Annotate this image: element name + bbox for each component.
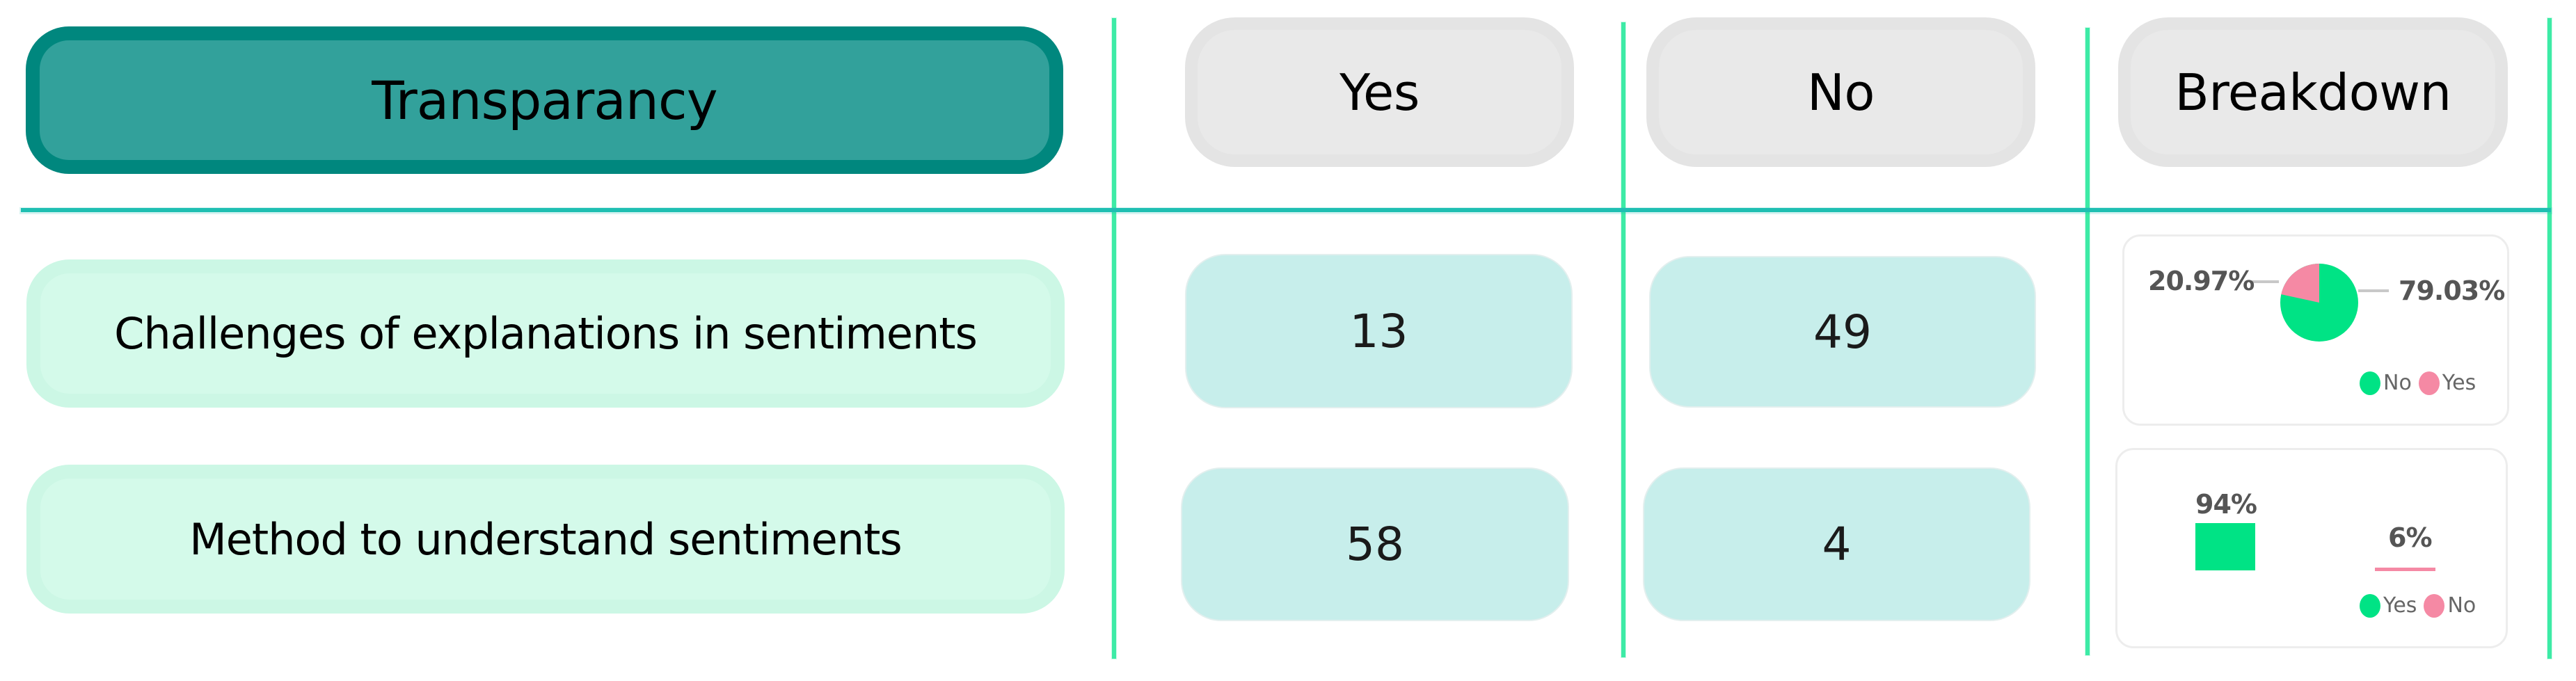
legend-dot-green-icon: [2360, 371, 2380, 395]
pie-label-no: 79.03%: [2399, 275, 2505, 306]
column-header-breakdown: Breakdown: [2118, 17, 2508, 167]
legend-label: Yes: [2383, 593, 2417, 618]
table-title-text: Transparancy: [372, 69, 717, 131]
legend-item-yes: Yes: [2360, 593, 2417, 618]
column-header-breakdown-label: Breakdown: [2175, 63, 2451, 122]
row-label-challenges: Challenges of explanations in sentiments: [26, 259, 1065, 408]
bar-no: [2375, 568, 2435, 571]
row2-yes-value: 58: [1181, 467, 1569, 621]
row1-no-value: 49: [1649, 256, 2036, 408]
column-header-no: No: [1646, 17, 2035, 167]
leader-line-yes: [2250, 280, 2279, 283]
legend-label: No: [2447, 593, 2476, 618]
pie-slice-yes: [2281, 264, 2319, 303]
column-divider-2: [1621, 22, 1625, 657]
column-divider-3: [2085, 28, 2090, 655]
pie-chart-card: 20.97% 79.03% No Yes: [2122, 234, 2509, 426]
bar-label-no: 6%: [2388, 522, 2433, 553]
column-divider-4: [2547, 18, 2552, 659]
pie-chart: [2280, 264, 2358, 342]
column-header-no-label: No: [1807, 63, 1875, 122]
legend-label: No: [2383, 371, 2412, 395]
header-rule: [21, 208, 2551, 212]
legend-item-no: No: [2360, 371, 2412, 395]
table-title: Transparancy: [26, 26, 1063, 174]
legend-dot-pink-icon: [2424, 593, 2445, 618]
legend-item-no: No: [2424, 593, 2476, 618]
bar-label-yes: 94%: [2195, 489, 2257, 520]
bar-chart-card: 94% 6% Yes No: [2115, 448, 2508, 648]
row1-yes-count: 13: [1349, 304, 1408, 358]
bar-legend: Yes No: [2360, 593, 2476, 618]
bar-yes: [2195, 523, 2255, 570]
row1-no-count: 49: [1813, 305, 1872, 359]
legend-dot-green-icon: [2360, 593, 2380, 618]
row2-yes-count: 58: [1346, 518, 1404, 571]
row2-no-count: 4: [1822, 518, 1852, 571]
column-header-yes: Yes: [1185, 17, 1574, 167]
column-divider-1: [1112, 18, 1116, 659]
column-header-yes-label: Yes: [1339, 63, 1420, 122]
row2-no-value: 4: [1643, 467, 2030, 621]
row1-yes-value: 13: [1185, 254, 1573, 408]
row-label-method: Method to understand sentiments: [26, 465, 1065, 614]
legend-dot-pink-icon: [2418, 371, 2440, 395]
legend-label: Yes: [2442, 371, 2476, 395]
legend-item-yes: Yes: [2418, 371, 2476, 395]
row-label-text: Challenges of explanations in sentiments: [114, 308, 978, 359]
pie-legend: No Yes: [2360, 371, 2476, 395]
row-label-text: Method to understand sentiments: [189, 513, 902, 565]
pie-label-yes: 20.97%: [2148, 266, 2255, 296]
leader-line-no: [2358, 289, 2389, 292]
